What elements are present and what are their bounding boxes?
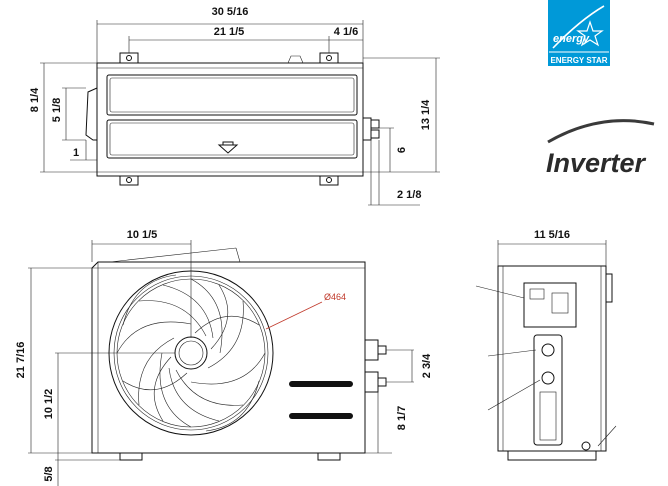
inverter-logo: Inverter (546, 119, 655, 178)
star-icon (576, 20, 604, 47)
dim-valve-offset: 2 1/8 (397, 189, 421, 201)
top-view: 30 5/16 21 1/5 4 1/6 8 1/4 5 1/8 1 13 1/… (29, 6, 440, 206)
dim-side-depth: 11 5/16 (534, 229, 570, 241)
dim-fan-offset: 10 1/5 (127, 229, 158, 241)
dim-overall-width: 30 5/16 (212, 6, 249, 18)
front-view-outline (91, 261, 366, 454)
fan-diameter-label: Ø464 (324, 292, 346, 302)
energy-star-caption: ENERGY STAR (550, 56, 607, 65)
dim-foot: 5/8 (43, 466, 55, 481)
dim-left-inner-height: 5 1/8 (51, 98, 63, 122)
dim-left-height: 8 1/4 (29, 87, 41, 112)
dim-valve-spacing: 2 3/4 (421, 353, 433, 378)
fan-grille (116, 274, 266, 432)
dim-right-offset: 4 1/6 (334, 26, 358, 38)
side-view: 11 5/16 (475, 229, 617, 461)
front-view: Ø464 10 1/5 21 7/16 10 1/2 5/8 2 3/4 8 1… (15, 229, 433, 486)
energy-star-logo: energy ENERGY STAR (548, 0, 610, 66)
inverter-text: Inverter (546, 148, 647, 178)
dim-total-height: 21 7/16 (15, 342, 27, 379)
dim-valve-height-front: 8 1/7 (396, 406, 408, 430)
side-view-outline (497, 265, 607, 452)
dim-left-base: 1 (73, 147, 79, 159)
dim-mount-span: 21 1/5 (214, 26, 245, 38)
energy-star-script: energy (553, 33, 590, 45)
dim-fan-center-height: 10 1/2 (43, 389, 55, 420)
dim-valve-height: 6 (396, 147, 408, 153)
dim-right-height: 13 1/4 (420, 99, 432, 130)
